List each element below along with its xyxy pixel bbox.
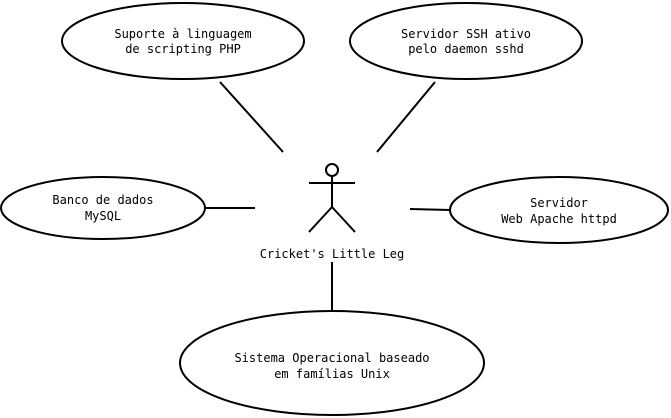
actor-head bbox=[325, 163, 339, 177]
connector-ssh bbox=[376, 81, 436, 153]
use-case-apache-line-1: Servidor bbox=[530, 196, 588, 210]
use-case-unix[interactable]: Sistema Operacional baseado em famílias … bbox=[179, 310, 485, 416]
actor-left-leg bbox=[308, 206, 333, 233]
actor-right-leg bbox=[331, 206, 356, 233]
use-case-mysql[interactable]: Banco de dados MySQL bbox=[0, 176, 206, 240]
use-case-php-ellipse bbox=[61, 2, 305, 80]
stick-figure-actor-icon bbox=[308, 163, 356, 233]
use-case-php-line-2: de scripting PHP bbox=[125, 42, 241, 56]
use-case-apache[interactable]: Servidor Web Apache httpd bbox=[449, 176, 669, 244]
use-case-ssh-line-1: Servidor SSH ativo bbox=[401, 27, 531, 41]
connector-php bbox=[219, 81, 284, 153]
use-case-mysql-ellipse bbox=[0, 176, 206, 240]
actor[interactable]: Cricket's Little Leg bbox=[260, 163, 405, 261]
use-case-php-line-1: Suporte à linguagem bbox=[114, 27, 251, 41]
use-case-unix-line-1: Sistema Operacional baseado bbox=[234, 351, 429, 365]
use-case-unix-line-2: em famílias Unix bbox=[274, 367, 390, 381]
use-case-unix-ellipse bbox=[179, 310, 485, 416]
use-case-ssh-line-2: pelo daemon sshd bbox=[408, 42, 524, 56]
use-case-mysql-line-2: MySQL bbox=[85, 209, 121, 223]
use-case-php[interactable]: Suporte à linguagem de scripting PHP bbox=[61, 2, 305, 80]
use-case-ssh-ellipse bbox=[349, 2, 583, 80]
use-case-apache-line-2: Web Apache httpd bbox=[501, 212, 617, 226]
use-case-apache-ellipse bbox=[449, 176, 669, 244]
use-case-mysql-line-1: Banco de dados bbox=[52, 193, 153, 207]
actor-name: Cricket's Little Leg bbox=[260, 247, 405, 261]
use-case-ssh[interactable]: Servidor SSH ativo pelo daemon sshd bbox=[349, 2, 583, 80]
connector-apache bbox=[409, 208, 451, 211]
